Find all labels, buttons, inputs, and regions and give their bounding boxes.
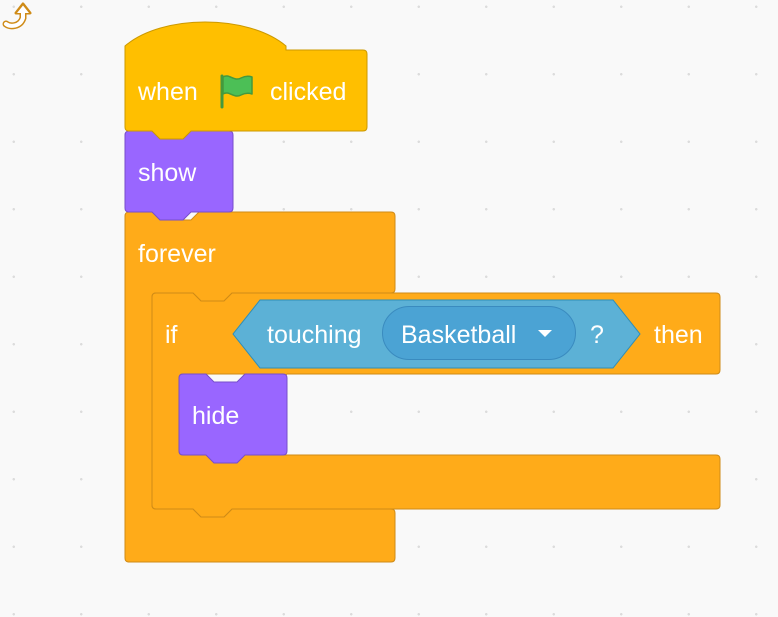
clicked-label: clicked (270, 78, 347, 106)
forever-label: forever (138, 240, 216, 268)
if-label: if (165, 321, 178, 349)
question-mark-label: ? (590, 321, 604, 349)
loop-arrow-icon (2, 2, 32, 30)
touching-label: touching (267, 321, 362, 349)
show-label: show (138, 159, 197, 187)
hide-label: hide (192, 402, 240, 430)
then-label: then (654, 321, 703, 349)
when-label: when (138, 78, 198, 106)
sprite-menu-dropdown[interactable] (382, 306, 576, 360)
dropdown-arrow-icon (538, 330, 552, 337)
sprite-menu-value: Basketball (401, 321, 517, 349)
green-flag-icon (220, 74, 253, 109)
